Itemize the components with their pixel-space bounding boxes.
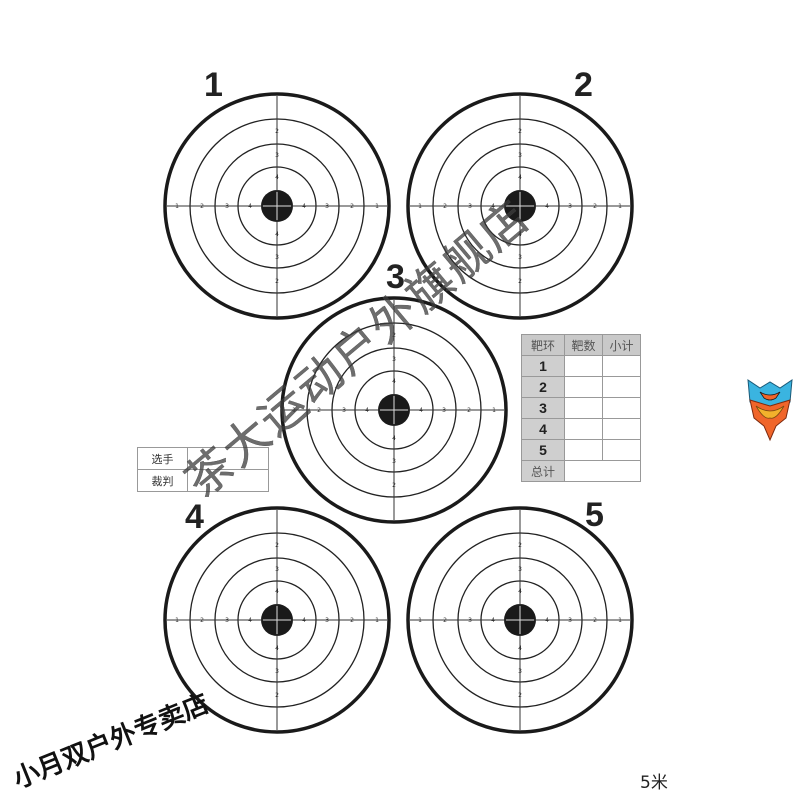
target-label-3: 3 <box>386 258 405 296</box>
target-label-2: 2 <box>574 66 593 104</box>
score-table: 靶环 靶数 小计 1 2 3 4 5 总计 <box>521 334 641 482</box>
target-label-5: 5 <box>585 496 604 534</box>
header-ring: 靶环 <box>521 334 565 356</box>
count-cell[interactable] <box>564 439 603 461</box>
target-5 <box>406 506 634 734</box>
total-label: 总计 <box>521 460 565 482</box>
subtotal-cell[interactable] <box>602 418 641 440</box>
shooter-row: 选手 <box>137 447 269 470</box>
ring-value: 5 <box>521 439 565 461</box>
table-row: 1 <box>521 355 641 377</box>
ring-value: 4 <box>521 418 565 440</box>
judge-field[interactable] <box>187 469 269 492</box>
table-row: 3 <box>521 397 641 419</box>
judge-label: 裁判 <box>137 469 188 492</box>
target-1 <box>163 92 391 320</box>
distance-label: 5米 <box>640 773 668 793</box>
fox-logo-icon <box>747 379 793 442</box>
ring-value: 1 <box>521 355 565 377</box>
table-row: 2 <box>521 376 641 398</box>
subtotal-cell[interactable] <box>602 439 641 461</box>
subtotal-cell[interactable] <box>602 355 641 377</box>
score-header-row: 靶环 靶数 小计 <box>521 334 641 356</box>
header-subtotal: 小计 <box>602 334 641 356</box>
names-table: 选手 裁判 <box>137 447 269 492</box>
total-cell[interactable] <box>564 460 641 482</box>
subtotal-cell[interactable] <box>602 376 641 398</box>
table-row: 4 <box>521 418 641 440</box>
count-cell[interactable] <box>564 418 603 440</box>
target-label-1: 1 <box>204 66 223 104</box>
table-row: 5 <box>521 439 641 461</box>
count-cell[interactable] <box>564 397 603 419</box>
total-row: 总计 <box>521 460 641 482</box>
ring-value: 3 <box>521 397 565 419</box>
count-cell[interactable] <box>564 355 603 377</box>
ring-value: 2 <box>521 376 565 398</box>
judge-row: 裁判 <box>137 469 269 492</box>
target-label-4: 4 <box>185 498 204 536</box>
header-count: 靶数 <box>564 334 603 356</box>
subtotal-cell[interactable] <box>602 397 641 419</box>
count-cell[interactable] <box>564 376 603 398</box>
